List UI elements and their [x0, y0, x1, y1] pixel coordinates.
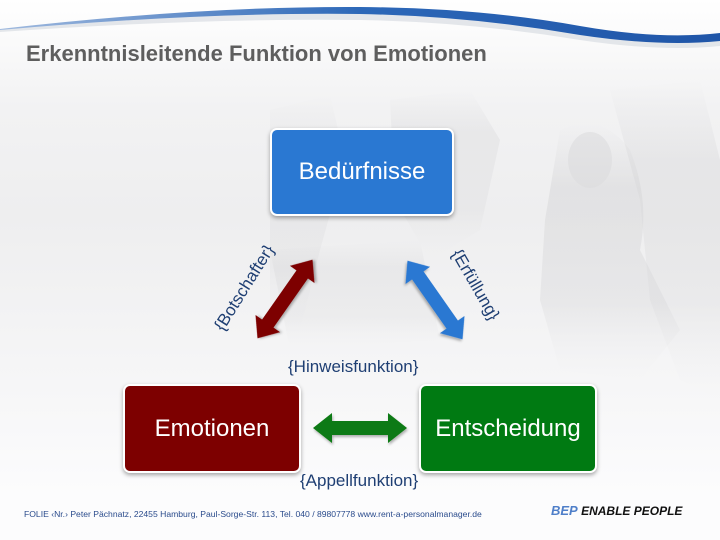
header-swoosh-decoration: [0, 6, 720, 49]
edge-label-hinweisfunktion: {Hinweisfunktion}: [288, 357, 419, 376]
node-emotionen: Emotionen: [123, 384, 301, 473]
node-entscheidung-label: Entscheidung: [435, 414, 581, 442]
edge-label-appellfunktion: {Appellfunktion}: [300, 471, 419, 490]
slide-title: Erkenntnisleitende Funktion von Emotione…: [26, 41, 487, 66]
brand-logo-bep: BEP: [551, 503, 578, 518]
node-entscheidung: Entscheidung: [419, 384, 597, 473]
node-emotionen-label: Emotionen: [154, 414, 270, 442]
brand-tagline: ENABLE PEOPLE: [581, 504, 683, 518]
node-beduerfnisse: Bedürfnisse: [270, 128, 454, 216]
node-beduerfnisse-label: Bedürfnisse: [298, 158, 426, 185]
double-arrow-emotionen-beduerfnisse: [255, 259, 315, 339]
double-arrow-emotionen-entscheidung: [313, 413, 407, 443]
double-arrow-beduerfnisse-entscheidung: [405, 260, 465, 340]
footer-brand: BEP ENABLE PEOPLE: [551, 503, 682, 518]
footer-text: FOLIE ‹Nr.› Peter Pächnatz, 22455 Hambur…: [24, 509, 482, 519]
